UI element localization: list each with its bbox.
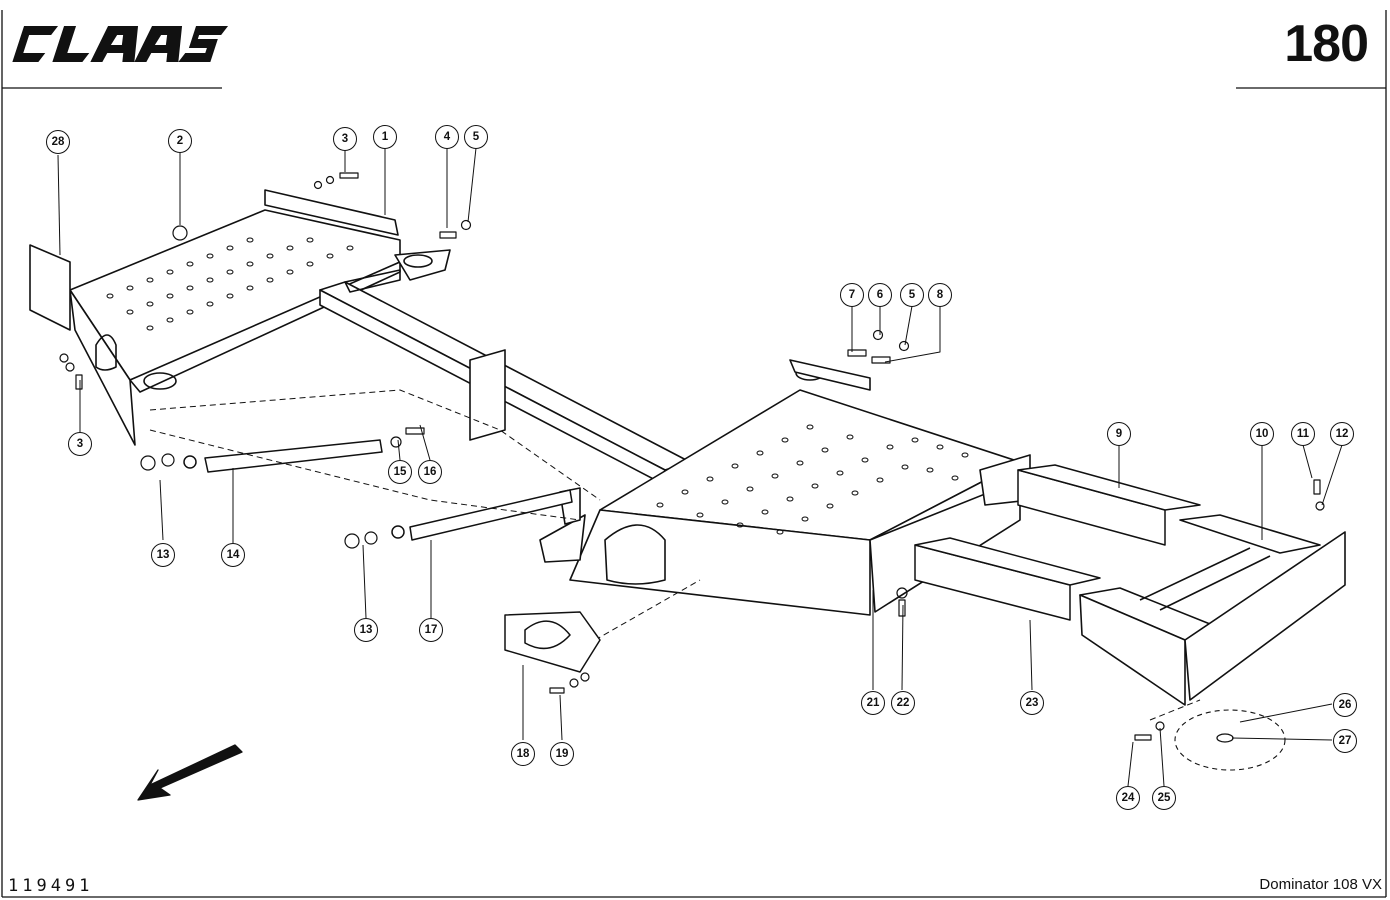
callout-16[interactable]: 16: [418, 460, 442, 484]
nut-13a: [140, 455, 156, 471]
bolt-16: [405, 427, 425, 435]
callout-8[interactable]: 8: [928, 283, 952, 307]
bolt-19: [549, 687, 565, 694]
bracket-18: [504, 611, 601, 673]
rear-frame-10: [1079, 514, 1346, 706]
callout-22[interactable]: 22: [891, 691, 915, 715]
channel-9: [1017, 464, 1201, 546]
round-plate: [1174, 709, 1286, 771]
callout-10[interactable]: 10: [1250, 422, 1274, 446]
model-name: Dominator 108 VX: [1259, 876, 1382, 893]
callout-21[interactable]: 21: [861, 691, 885, 715]
bolt-7: [847, 349, 867, 357]
callout-19[interactable]: 19: [550, 742, 574, 766]
callout-28[interactable]: 28: [46, 130, 70, 154]
bolt-8: [871, 356, 891, 364]
callout-3-left[interactable]: 3: [68, 432, 92, 456]
callout-11[interactable]: 11: [1291, 422, 1315, 446]
callout-2[interactable]: 2: [168, 129, 192, 153]
direction-arrow: [137, 744, 243, 801]
phantom-lines: [149, 389, 1201, 721]
callout-14[interactable]: 14: [221, 543, 245, 567]
callout-25[interactable]: 25: [1152, 786, 1176, 810]
callout-27[interactable]: 27: [1333, 729, 1357, 753]
callout-26[interactable]: 26: [1333, 693, 1357, 717]
washer-15: [390, 436, 402, 448]
washer-12: [1315, 501, 1325, 511]
tie-rod-17: [391, 489, 573, 541]
callout-7[interactable]: 7: [840, 283, 864, 307]
channel-23: [914, 537, 1101, 621]
bolt-11: [1313, 479, 1321, 495]
right-platform-holes: [656, 424, 969, 535]
washer-5b: [898, 340, 910, 352]
hardware: [59, 172, 1325, 741]
bolt-3a: [339, 172, 359, 179]
bolt-2: [172, 225, 188, 241]
callout-17[interactable]: 17: [419, 618, 443, 642]
leader-lines: [57, 147, 1343, 787]
page-number: 180: [1284, 15, 1369, 73]
tie-rod-14: [183, 439, 383, 473]
callout-23[interactable]: 23: [1020, 691, 1044, 715]
callout-6[interactable]: 6: [868, 283, 892, 307]
callout-13-left[interactable]: 13: [151, 543, 175, 567]
callout-15[interactable]: 15: [388, 460, 412, 484]
drawing-number: 119491: [8, 876, 94, 896]
bolt-24: [1134, 734, 1152, 741]
bolt-3b: [75, 374, 83, 390]
washer-5a: [460, 219, 472, 231]
washer-6: [872, 329, 884, 341]
callout-24[interactable]: 24: [1116, 786, 1140, 810]
callout-12[interactable]: 12: [1330, 422, 1354, 446]
nut-13b: [344, 533, 360, 549]
callout-5-right[interactable]: 5: [900, 283, 924, 307]
callout-4[interactable]: 4: [435, 125, 459, 149]
callout-1[interactable]: 1: [373, 125, 397, 149]
callout-3-top[interactable]: 3: [333, 127, 357, 151]
callout-13-center[interactable]: 13: [354, 618, 378, 642]
callout-9[interactable]: 9: [1107, 422, 1131, 446]
callout-5-top[interactable]: 5: [464, 125, 488, 149]
claas-logo: [8, 20, 230, 68]
claas-logo-mark: [12, 26, 229, 62]
washer-25: [1155, 721, 1165, 731]
callout-18[interactable]: 18: [511, 742, 535, 766]
left-platform-holes: [106, 237, 354, 331]
washer-22: [896, 587, 908, 599]
plate-center: [1216, 733, 1234, 743]
bolt-4: [439, 231, 457, 239]
